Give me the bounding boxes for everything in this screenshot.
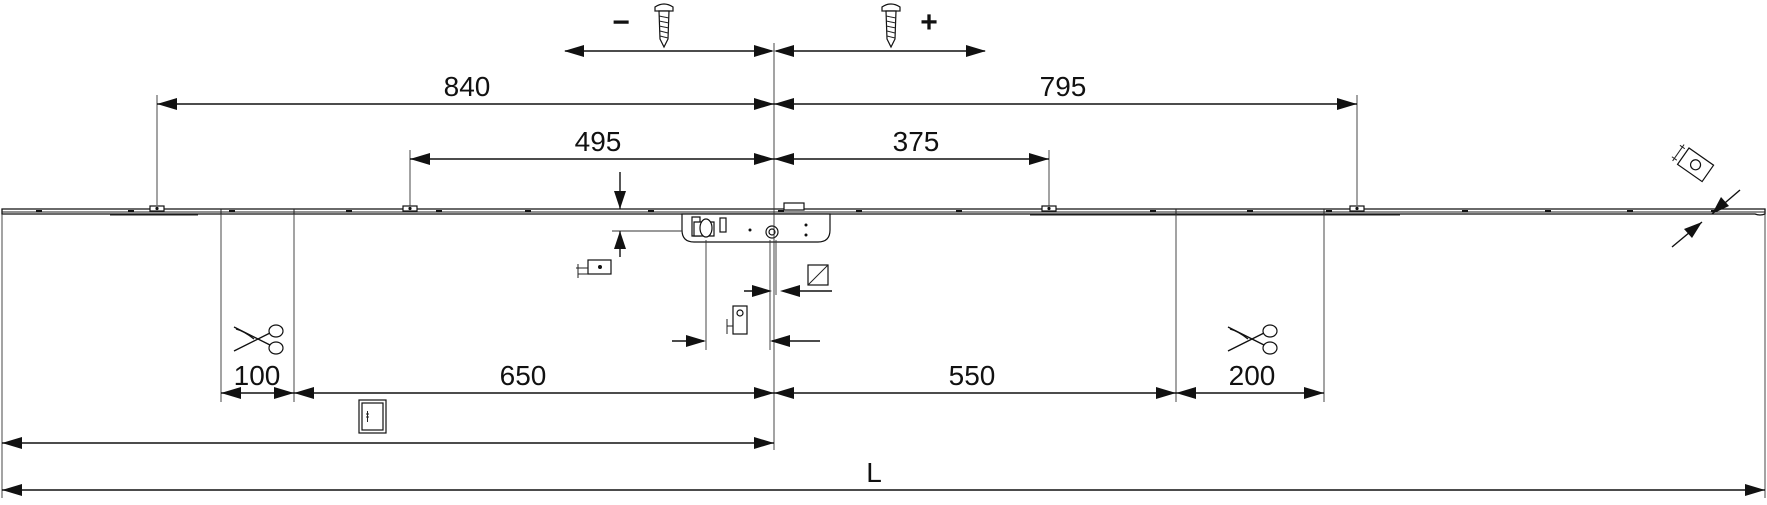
spindle-indicator [744,240,832,297]
faceplate-bar [1,208,1766,216]
locking-point-3 [1041,205,1057,212]
dimension-495: 495 [410,126,774,165]
dimension-label: 495 [575,126,622,157]
faceplate-thickness-indicator [1671,189,1741,248]
dimension-795: 795 [774,71,1357,110]
dimension-100: 100 [221,360,294,399]
dimension-200: 200 [1176,360,1324,399]
backset-indicator [672,240,820,350]
faceplate-height-indicator [612,172,682,257]
dimension-label: 375 [893,126,940,157]
dimension-label: L [866,457,882,488]
gearbox [681,202,831,243]
dimension-label: 200 [1229,360,1276,391]
dimension-550: 550 [774,360,1176,399]
dimension-label: 100 [234,360,281,391]
dimension-840: 840 [157,71,774,110]
dimension-650: 650 [294,360,774,399]
dimension-label: 650 [500,360,547,391]
dimension-start-to-centre [2,437,774,449]
dimension-total-length: L [2,457,1765,496]
backset-icon [726,305,748,335]
rebate-icon [576,259,612,278]
faceplate-section-icon [1671,144,1715,183]
dimension-label: 840 [444,71,491,102]
screw-icon [881,3,901,48]
door-icon [358,399,387,434]
screw-icon [654,3,674,48]
minus-sign: − [612,6,630,39]
locking-point-2 [402,205,418,212]
adjust-arrow-right [774,45,986,57]
locking-point-4 [1349,205,1365,212]
square-spindle-icon [807,264,829,286]
dimension-label: 795 [1040,71,1087,102]
scissors-icon [233,324,284,355]
plus-sign: + [920,6,938,39]
adjust-arrow-left [564,45,774,57]
dimension-label: 550 [949,360,996,391]
dimension-375: 375 [774,126,1049,165]
locking-point-1 [149,205,165,212]
scissors-icon [1227,324,1278,355]
